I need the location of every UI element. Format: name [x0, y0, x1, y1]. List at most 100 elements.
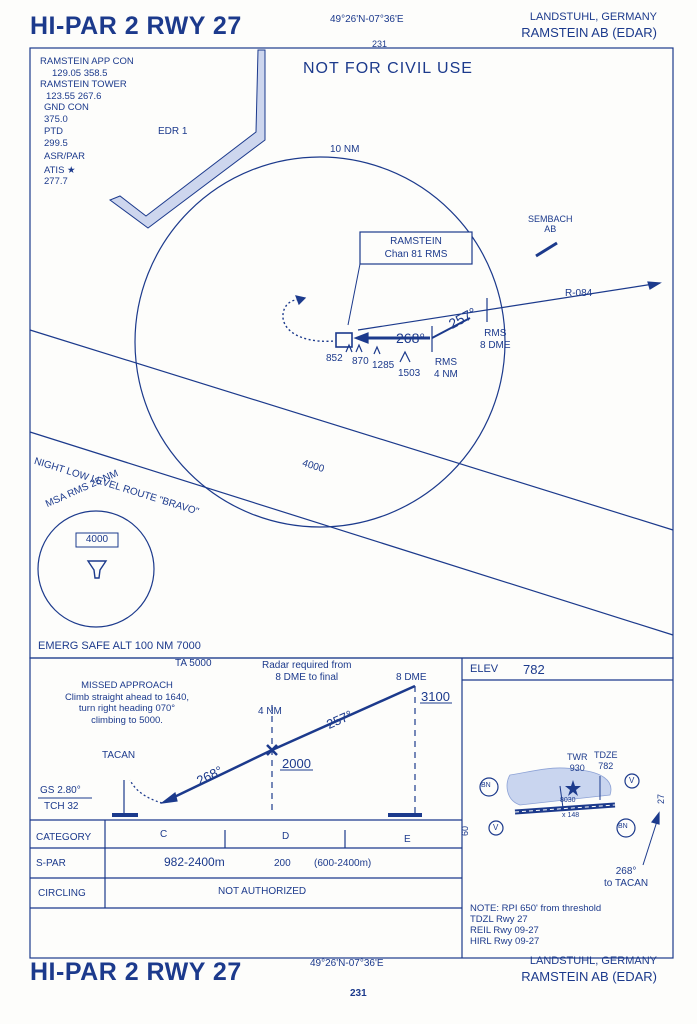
footer-location: LANDSTUHL, GERMANY RAMSTEIN AB (EDAR): [521, 954, 657, 984]
edr-label: EDR 1: [158, 126, 188, 137]
missed-title: MISSED APPROACH: [81, 680, 173, 691]
fix-8dme: RMS 8 DME: [480, 328, 511, 352]
tdze: TDZE 782: [594, 750, 618, 772]
missed-approach: MISSED APPROACH Climb straight ahead to …: [42, 680, 212, 726]
elev-value: 782: [523, 662, 545, 677]
missed-line-2: turn right heading 070°: [78, 703, 176, 714]
profile-4nm: 4 NM: [258, 706, 282, 717]
note-4: HIRL Rwy 09-27: [470, 936, 540, 947]
radar-note-2: 8 DME to final: [275, 672, 339, 683]
profile-8dme: 8 DME: [396, 672, 427, 683]
profile-gs: GS 2.80°: [40, 785, 81, 796]
header-coords: 49°26'N-07°36'E: [330, 14, 404, 25]
comm-asr-name: ASR/PAR: [44, 151, 86, 162]
tdze-value: 782: [598, 761, 614, 771]
profile-frame: [29, 657, 674, 959]
comm-app-freq: 129.05 358.5: [52, 67, 108, 79]
vor-label-1: V: [629, 776, 635, 785]
sembach-label: SEMBACH AB: [528, 214, 573, 234]
twr-label: TWR: [567, 752, 588, 762]
ring-label: 10 NM: [330, 144, 360, 155]
footer-city: LANDSTUHL, GERMANY: [529, 955, 657, 967]
fix-8-dist: 8 DME: [480, 340, 511, 351]
runway-length: 8030: [560, 797, 576, 804]
comm-gnd-name: GND CON: [44, 102, 89, 113]
route-line-lower: [29, 431, 674, 636]
profile-tacan: TACAN: [102, 750, 136, 761]
final-course: 268°: [396, 330, 425, 346]
category-header: CATEGORY: [36, 832, 92, 843]
comm-gnd-freq: 375.0: [44, 113, 68, 125]
spar-min: 982-2400m: [164, 855, 225, 869]
profile-alt-2000: 2000: [282, 756, 311, 771]
not-for-civil-use: NOT FOR CIVIL USE: [303, 60, 473, 77]
fix-4nm: RMS 4 NM: [434, 357, 458, 381]
vor-icon-1: [624, 773, 640, 789]
msa-circle: [37, 510, 155, 628]
vor-label-2: V: [493, 823, 499, 832]
cat-e: E: [404, 834, 411, 845]
navaid-box: [359, 231, 473, 265]
sembach-runway: [535, 241, 558, 258]
note-3: REIL Rwy 09-27: [470, 925, 539, 936]
header-title: HI-PAR 2 RWY 27: [30, 12, 242, 40]
beacon-icon-1: [479, 777, 499, 797]
navaid-info: RAMSTEIN Chan 81 RMS: [362, 235, 470, 261]
comm-twr-name: RAMSTEIN TOWER: [40, 79, 127, 90]
header-airport: RAMSTEIN AB (EDAR): [521, 25, 657, 40]
comm-ptd-name: PTD: [44, 126, 63, 137]
spar-hat: 200: [274, 858, 291, 869]
circling-label: CIRCLING: [38, 888, 86, 899]
comm-list: RAMSTEIN APP CON 129.05 358.5 RAMSTEIN T…: [40, 56, 180, 188]
beacon-label-2: BN: [618, 823, 628, 830]
msa-center-symbol: [86, 560, 108, 579]
tdze-label: TDZE: [594, 750, 618, 760]
navaid-name: RAMSTEIN: [390, 236, 442, 247]
obstacle-870: 870: [352, 356, 369, 367]
fix-8-name: RMS: [484, 328, 507, 339]
fix-4-dist: 4 NM: [434, 369, 458, 380]
hdg-27: 27: [656, 793, 667, 805]
radar-note: Radar required from 8 DME to final: [262, 660, 351, 684]
airport-symbol: [335, 332, 353, 348]
navaid-chan: Chan 81 RMS: [384, 249, 448, 260]
hdg-60: 60: [460, 825, 471, 837]
to-tacan-label: to TACAN: [604, 878, 649, 889]
runway-width: x 148: [562, 812, 580, 819]
missed-line-3: climbing to 5000.: [91, 714, 163, 726]
hdg-268: 268°: [615, 866, 637, 877]
vor-icon-2: [488, 820, 504, 836]
circling-value: NOT AUTHORIZED: [218, 886, 307, 897]
spar-label: S-PAR: [36, 858, 66, 869]
route-line-upper: [29, 329, 674, 531]
radar-note-1: Radar required from: [262, 660, 352, 671]
profile-alt-3100: 3100: [421, 689, 450, 704]
emerg-alt: EMERG SAFE ALT 100 NM 7000: [38, 640, 201, 652]
footer-title: HI-PAR 2 RWY 27: [30, 958, 242, 986]
comm-app-name: RAMSTEIN APP CON: [40, 56, 134, 67]
sembach-name: SEMBACH: [528, 214, 573, 224]
obstacle-1285: 1285: [372, 360, 395, 371]
to-tacan: 268° to TACAN: [604, 866, 648, 890]
header-city: LANDSTUHL, GERMANY: [529, 11, 657, 23]
elev-label: ELEV: [470, 663, 499, 675]
comm-atis-name: ATIS ★: [44, 164, 76, 176]
beacon-label-1: BN: [481, 782, 491, 789]
footer-airport: RAMSTEIN AB (EDAR): [521, 969, 657, 984]
note-2: TDZL Rwy 27: [470, 914, 528, 925]
radial-label: R-084: [565, 288, 593, 299]
transition-alt: TA 5000: [175, 658, 212, 669]
note-1: NOTE: RPI 650' from threshold: [470, 903, 602, 914]
comm-atis-freq: 277.7: [44, 176, 68, 187]
obstacle-1503: 1503: [398, 368, 421, 379]
cat-d: D: [282, 831, 290, 842]
obstacle-852: 852: [326, 353, 343, 364]
header-page: 231: [372, 39, 388, 49]
ten-nm-ring: [134, 156, 506, 528]
footer-page: 231: [350, 988, 367, 999]
cat-c: C: [160, 829, 168, 840]
profile-tch: TCH 32: [44, 801, 79, 812]
fix-4-name: RMS: [434, 357, 458, 368]
airport-notes: NOTE: RPI 650' from threshold TDZL Rwy 2…: [470, 903, 601, 947]
